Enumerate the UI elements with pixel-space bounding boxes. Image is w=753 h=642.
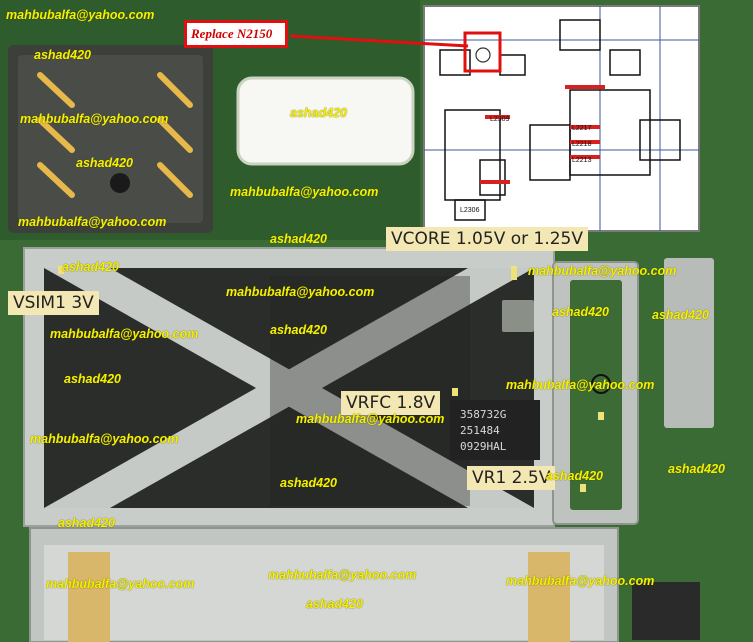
watermark-name: ashad420 — [58, 516, 115, 530]
ic-chip — [450, 400, 540, 460]
vr1-label: VR1 2.5V — [467, 466, 556, 490]
watermark-name: ashad420 — [270, 232, 327, 246]
watermark-email: mahbubalfa@yahoo.com — [50, 327, 199, 341]
side-connector — [664, 258, 714, 428]
watermark-email: mahbubalfa@yahoo.com — [6, 8, 155, 22]
watermark-email: mahbubalfa@yahoo.com — [46, 577, 195, 591]
rf-shield-frame — [23, 247, 555, 527]
chip-text-3: 0929HAL — [460, 440, 507, 453]
schematic-inset: L2306 L2309 L2217 L2218 L2213 — [423, 5, 700, 232]
watermark-email: mahbubalfa@yahoo.com — [226, 285, 375, 299]
sim-contacts — [37, 72, 193, 198]
board-connector — [632, 582, 700, 640]
watermark-name: ashad420 — [290, 106, 347, 120]
watermark-name: ashad420 — [62, 260, 119, 274]
watermark-email: mahbubalfa@yahoo.com — [18, 215, 167, 229]
chip-text-1: 358732G — [460, 408, 506, 421]
watermark-name: ashad420 — [306, 597, 363, 611]
schem-label-5: L2213 — [572, 157, 592, 164]
test-point-circle — [591, 374, 611, 394]
watermark-email: mahbubalfa@yahoo.com — [20, 112, 169, 126]
chip-text-2: 251484 — [460, 424, 500, 437]
watermark-email: mahbubalfa@yahoo.com — [268, 568, 417, 582]
watermark-name: ashad420 — [76, 156, 133, 170]
watermark-email: mahbubalfa@yahoo.com — [30, 432, 179, 446]
watermark-name: ashad420 — [34, 48, 91, 62]
watermark-name: ashad420 — [546, 469, 603, 483]
schem-label-2: L2309 — [490, 116, 510, 123]
watermark-email: mahbubalfa@yahoo.com — [528, 264, 677, 278]
n2150-highlight-box — [463, 31, 502, 73]
vsim1-label: VSIM1 3V — [8, 291, 99, 315]
replace-n2150-note: Replace N2150 — [184, 20, 288, 48]
watermark-email: mahbubalfa@yahoo.com — [506, 574, 655, 588]
schem-label-3: L2217 — [572, 125, 592, 132]
vrfc-label: VRFC 1.8V — [341, 391, 441, 415]
watermark-name: ashad420 — [552, 305, 609, 319]
watermark-name: ashad420 — [668, 462, 725, 476]
schem-label-1: L2306 — [460, 207, 480, 214]
watermark-email: mahbubalfa@yahoo.com — [230, 185, 379, 199]
watermark-name: ashad420 — [270, 323, 327, 337]
watermark-email: mahbubalfa@yahoo.com — [506, 378, 655, 392]
vcore-label: VCORE 1.05V or 1.25V — [386, 227, 588, 251]
capacitor — [502, 300, 534, 332]
watermark-name: ashad420 — [64, 372, 121, 386]
schem-label-4: L2218 — [572, 141, 592, 148]
white-pad — [236, 76, 415, 166]
watermark-email: mahbubalfa@yahoo.com — [296, 412, 445, 426]
callout-line — [289, 34, 469, 48]
watermark-name: ashad420 — [652, 308, 709, 322]
watermark-name: ashad420 — [280, 476, 337, 490]
